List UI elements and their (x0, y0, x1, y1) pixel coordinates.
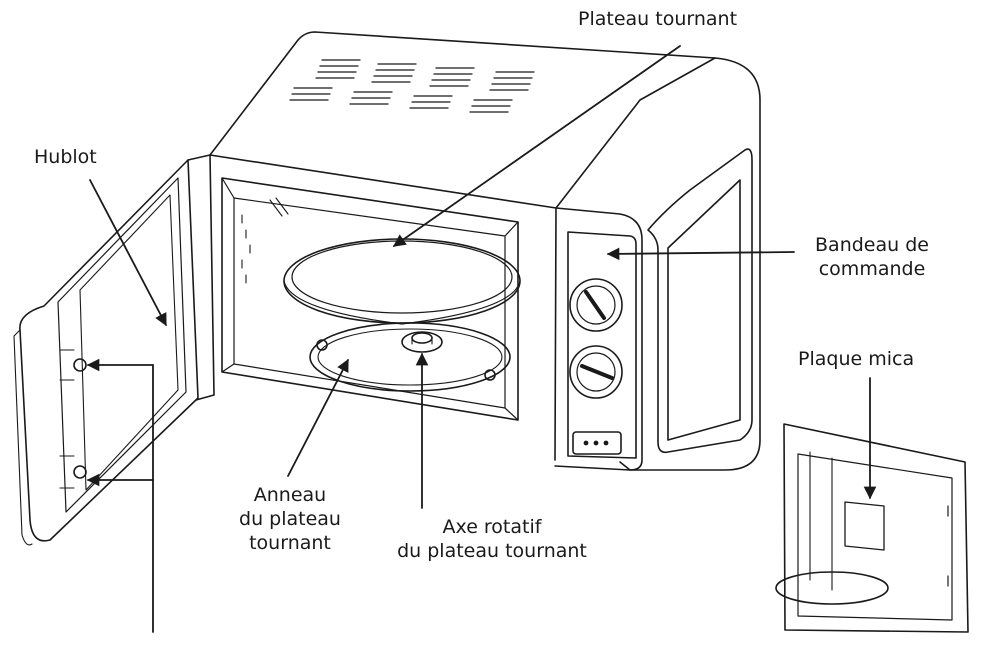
label-control-panel: Bandeau de commande (797, 234, 947, 282)
oven-cavity (221, 177, 519, 421)
vent-slots (289, 59, 535, 113)
label-ring-line2: du plateau (239, 507, 341, 530)
callout-window (89, 179, 167, 327)
control-panel (567, 231, 637, 459)
turntable-ring (309, 322, 511, 392)
label-axis: Axe rotatif du plateau tournant (362, 516, 622, 564)
label-window: Hublot (34, 146, 97, 168)
label-ring-line3: tournant (249, 531, 331, 554)
microwave-body (209, 31, 761, 471)
label-axis-line2: du plateau tournant (397, 539, 587, 562)
label-mica-plate: Plaque mica (798, 348, 915, 370)
mica-plate-inset (775, 423, 969, 633)
callout-lines (86, 45, 877, 633)
door (13, 154, 215, 546)
turntable-axis (401, 331, 443, 353)
label-ring-line1: Anneau (253, 484, 327, 506)
label-control-panel-line1: Bandeau de (815, 234, 929, 256)
callout-ring (287, 358, 349, 477)
turntable-tray (283, 238, 521, 325)
label-axis-line1: Axe rotatif (442, 516, 542, 538)
callout-turntable (392, 45, 681, 247)
label-ring: Anneau du plateau tournant (230, 484, 350, 555)
label-turntable: Plateau tournant (578, 8, 738, 30)
callout-control-panel (606, 247, 795, 261)
label-control-panel-line2: commande (818, 257, 926, 280)
